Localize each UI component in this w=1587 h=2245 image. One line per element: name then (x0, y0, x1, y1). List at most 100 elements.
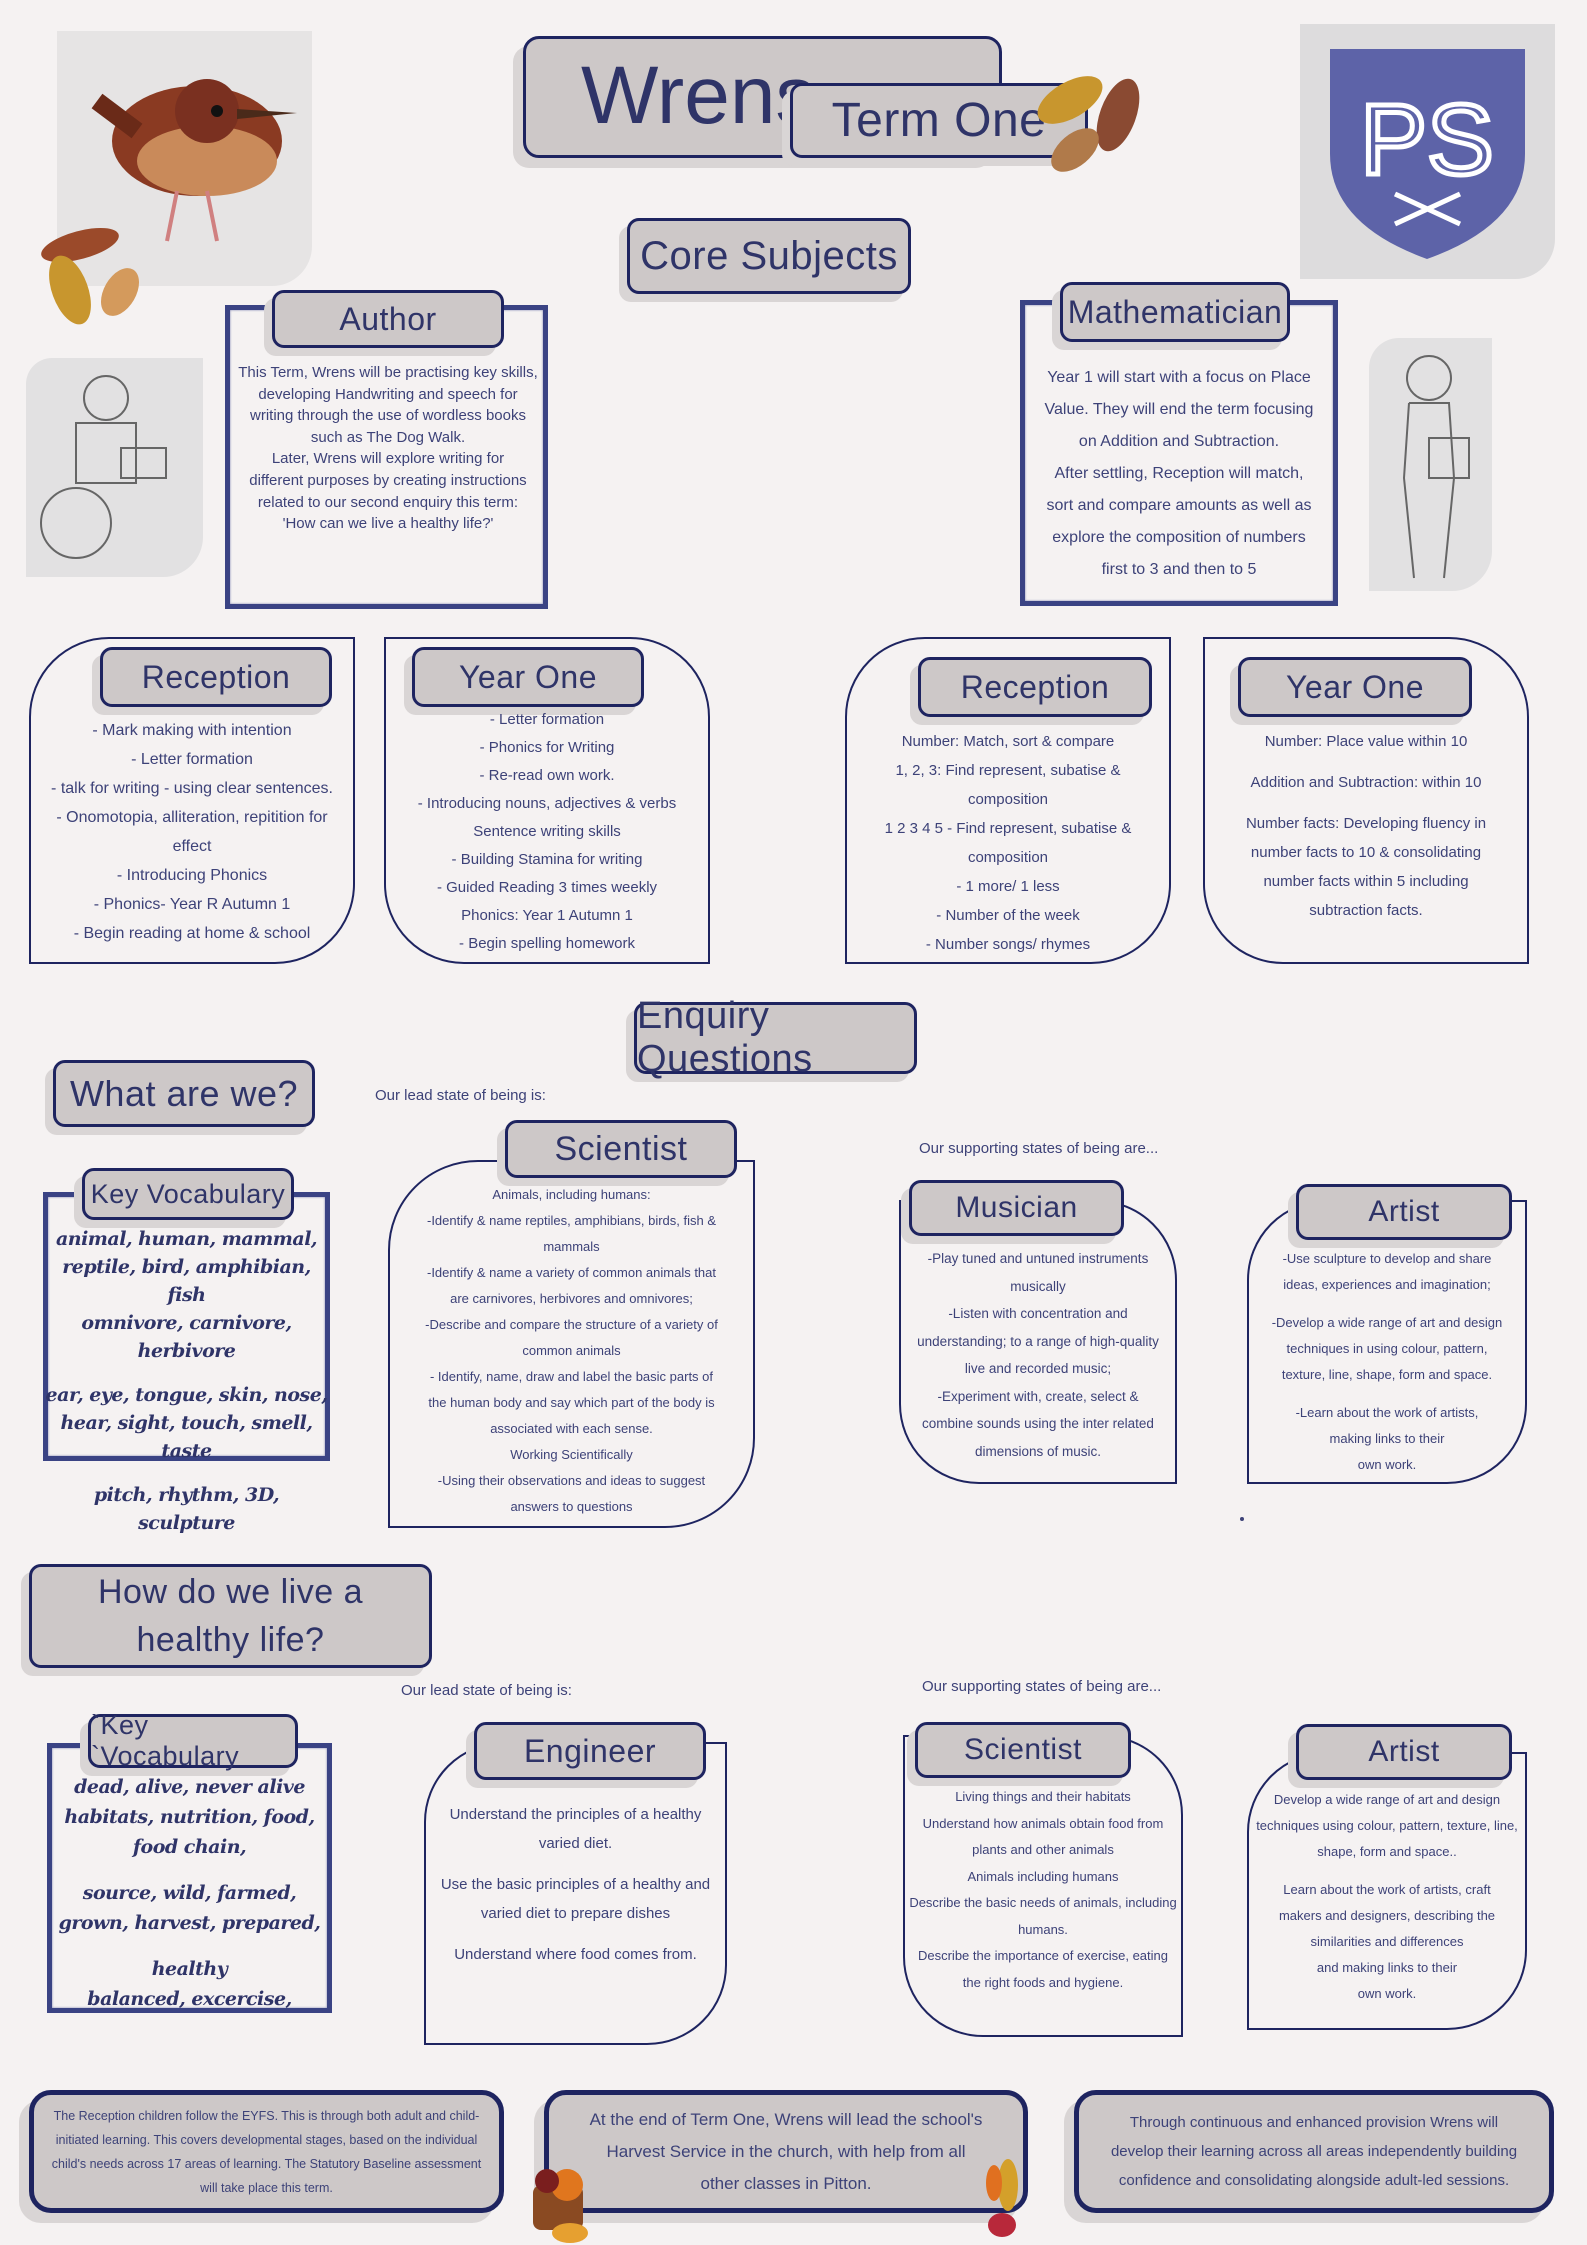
text-line: Describe the basic needs of animals, inc… (909, 1895, 1177, 1910)
text-line: - Guided Reading 3 times weekly (436, 879, 658, 896)
autumn-leaves-icon (41, 227, 139, 325)
text-line: Animals including humans (967, 1868, 1119, 1884)
text-line: texture, line, shape, form and space. (1281, 1367, 1493, 1382)
text-line: and making links to their (1316, 1960, 1458, 1975)
text-line: humans. (1018, 1921, 1068, 1937)
eyfs-note: The Reception children follow the EYFS. … (29, 2090, 504, 2213)
vocab-line: food chain, (132, 1836, 247, 1858)
text-line (1247, 1388, 1527, 1400)
text-line: writing through the use of wordless book… (250, 407, 526, 425)
text-line: techniques in using colour, pattern, (1286, 1341, 1488, 1356)
enquiry-question-2-text: How do we live a healthy life? (97, 1573, 363, 1659)
mathematician-label: Mathematician (1060, 282, 1290, 342)
text-line: - Onomotopia, alliteration, repitition f… (56, 809, 328, 826)
author-label: Author (272, 290, 504, 348)
text-line: the human body and say which part of the… (428, 1395, 715, 1410)
text-line: -Listen with concentration and (948, 1306, 1128, 1321)
text-line (424, 1858, 727, 1870)
text-line: understanding; to a range of high-qualit… (917, 1333, 1159, 1349)
text-line: Phonics: Year 1 Autumn 1 (461, 907, 633, 924)
text-line: related to our second enquiry this term: (257, 493, 519, 511)
text-line: Sentence writing skills (473, 823, 621, 840)
literacy-reception-list: - Mark making with intention- Letter for… (29, 716, 355, 948)
text-line: composition (967, 849, 1049, 866)
spacer (43, 1465, 330, 1481)
vocab-line: animal, human, mammal, (55, 1228, 318, 1250)
vocab-line: dead, alive, never alive (74, 1776, 305, 1798)
key-vocabulary-list: dead, alive, never alive habitats, nutrit… (47, 1772, 332, 2014)
text-line (1203, 797, 1529, 809)
text-line: -Using their observations and ideas to s… (437, 1473, 706, 1488)
provision-text: Through continuous and enhanced provisio… (1110, 2114, 1518, 2189)
vocab-line: healthy (151, 1958, 228, 1980)
text-line: plants and other animals (972, 1842, 1114, 1857)
enquiry-questions-heading: Enquiry Questions (634, 995, 917, 1080)
text-line: the right foods and hygiene. (962, 1974, 1124, 1990)
text-line: developing Handwriting and speech for (258, 385, 518, 403)
text-line: Understand how animals obtain food from (922, 1815, 1164, 1831)
literacy-reception-card (29, 637, 355, 964)
lead-state-list: Animals, including humans: -Identify & na… (388, 1182, 755, 1520)
spacer (43, 1365, 330, 1381)
text-line: - 1 more/ 1 less (956, 878, 1060, 895)
literacy-year-one-list: - Letter formation- Phonics for Writing-… (384, 706, 710, 958)
text-line: combine sounds using the inter related (922, 1416, 1154, 1431)
text-line: varied diet. (538, 1835, 613, 1852)
text-line: Living things and their habitats (955, 1789, 1131, 1804)
text-line: -Experiment with, create, select & (937, 1388, 1139, 1404)
vocab-line: habitats, nutrition, food, (64, 1806, 315, 1828)
text-line: Describe the importance of exercise, eat… (917, 1948, 1168, 1963)
vocab-line: balanced, excercise, (87, 1988, 292, 2010)
text-line: - Re-read own work. (479, 767, 615, 784)
text-line: common animals (522, 1343, 621, 1358)
text-line: Year 1 will start with a focus on Place (1047, 369, 1311, 386)
text-line: makers and designers, describing the (1278, 1908, 1496, 1923)
text-line: explore the composition of numbers (1052, 529, 1306, 546)
lead-state-label: Scientist (505, 1120, 737, 1178)
text-line: musically (1010, 1278, 1066, 1294)
text-line: associated with each sense. (490, 1421, 653, 1436)
text-line: - Building Stamina for writing (451, 851, 643, 868)
text-line: After settling, Reception will match, (1054, 465, 1304, 482)
school-logo: PS (1300, 24, 1555, 279)
text-line: ideas, experiences and imagination; (1283, 1277, 1491, 1292)
text-line: Value. They will end the term focusing (1044, 401, 1314, 418)
text-line: 1 2 3 4 5 - Find represent, subatise & (884, 820, 1132, 837)
vocab-line: reptile, bird, amphibian, fish (62, 1256, 311, 1306)
text-line: Working Scientifically (510, 1447, 633, 1462)
harvest-basket-icon (533, 2169, 588, 2243)
text-line: Use the basic principles of a healthy an… (440, 1876, 711, 1893)
text-line: Animals, including humans: (492, 1187, 651, 1202)
autumn-leaves-icon (1037, 76, 1140, 172)
term-label: Term One (790, 83, 1088, 158)
supporting-state-1-label: Scientist (915, 1722, 1131, 1778)
maths-reception-label: Reception (918, 657, 1152, 717)
text-line: sort and compare amounts as well as (1046, 497, 1312, 514)
provision-note: Through continuous and enhanced provisio… (1074, 2090, 1554, 2213)
text-line: Later, Wrens will explore writing for (271, 450, 505, 468)
supporting-states-text: Our supporting states of being are... (919, 1140, 1159, 1157)
text-line: - Introducing nouns, adjectives & verbs (417, 795, 677, 812)
lead-state-text: Our lead state of being is: (401, 1682, 572, 1699)
text-line: -Use sculpture to develop and share (1282, 1251, 1492, 1266)
text-line: 'How can we live a healthy life?' (282, 515, 494, 533)
vocab-line: hear, sight, touch, smell, taste (60, 1412, 313, 1462)
maths-year-one-card (1203, 637, 1529, 964)
text-line: first to 3 and then to 5 (1101, 561, 1257, 578)
text-line: -Identify & name reptiles, amphibians, b… (426, 1213, 717, 1228)
supporting-states-text: Our supporting states of being are... (922, 1678, 1162, 1695)
text-line: - Introducing Phonics (116, 867, 268, 884)
key-vocabulary-label: `Key `Vocabulary (88, 1710, 298, 1771)
text-line (1247, 1865, 1527, 1877)
autumn-leaves-icon (986, 2159, 1018, 2237)
enquiry-question-1: What are we? (53, 1060, 315, 1127)
literacy-year-one-label: Year One (412, 647, 644, 707)
vocab-line: grown, harvest, prepared, (58, 1912, 321, 1934)
author-illustration (26, 358, 203, 577)
text-line: answers to questions (510, 1499, 633, 1514)
